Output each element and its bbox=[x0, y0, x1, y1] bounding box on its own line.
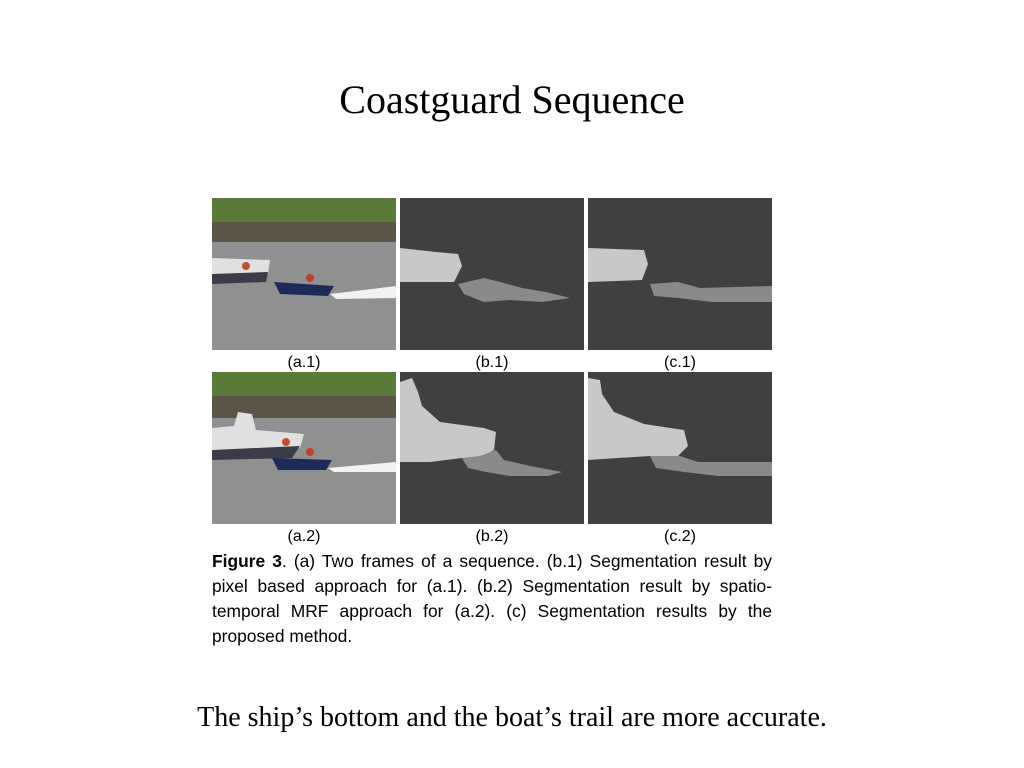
photo-frame-1-image bbox=[212, 198, 396, 350]
figure-caption: Figure 3. (a) Two frames of a sequence. … bbox=[212, 549, 772, 649]
panel-label-b2: (b.2) bbox=[475, 528, 509, 545]
panel-label-b1: (b.1) bbox=[475, 354, 509, 371]
segmentation-c2-image bbox=[588, 372, 772, 524]
figure-caption-text: . (a) Two frames of a sequence. (b.1) Se… bbox=[212, 551, 772, 646]
segmentation-b2-image bbox=[400, 372, 584, 524]
segmentation-mrf-frame-2 bbox=[400, 372, 584, 524]
figure-caption-lead: Figure 3 bbox=[212, 551, 282, 571]
slide-title: Coastguard Sequence bbox=[339, 77, 685, 122]
panel-label-c2: (c.2) bbox=[664, 528, 696, 545]
segmentation-b1-image bbox=[400, 198, 584, 350]
segmentation-c1-image bbox=[588, 198, 772, 350]
segmentation-pixel-based-frame-1 bbox=[400, 198, 584, 350]
panel-label-c1: (c.1) bbox=[664, 354, 696, 371]
panel-label-a1: (a.1) bbox=[287, 354, 321, 371]
photo-frame-2-image bbox=[212, 372, 396, 524]
panel-label-a2: (a.2) bbox=[287, 528, 321, 545]
segmentation-proposed-frame-2 bbox=[588, 372, 772, 524]
figure-3: (a.1) (b.1) (c.1) (a.2) (b. bbox=[212, 198, 772, 673]
photo-frame-1 bbox=[212, 198, 396, 350]
photo-frame-2 bbox=[212, 372, 396, 524]
segmentation-proposed-frame-1 bbox=[588, 198, 772, 350]
slide-footer-text: The ship’s bottom and the boat’s trail a… bbox=[197, 702, 827, 733]
